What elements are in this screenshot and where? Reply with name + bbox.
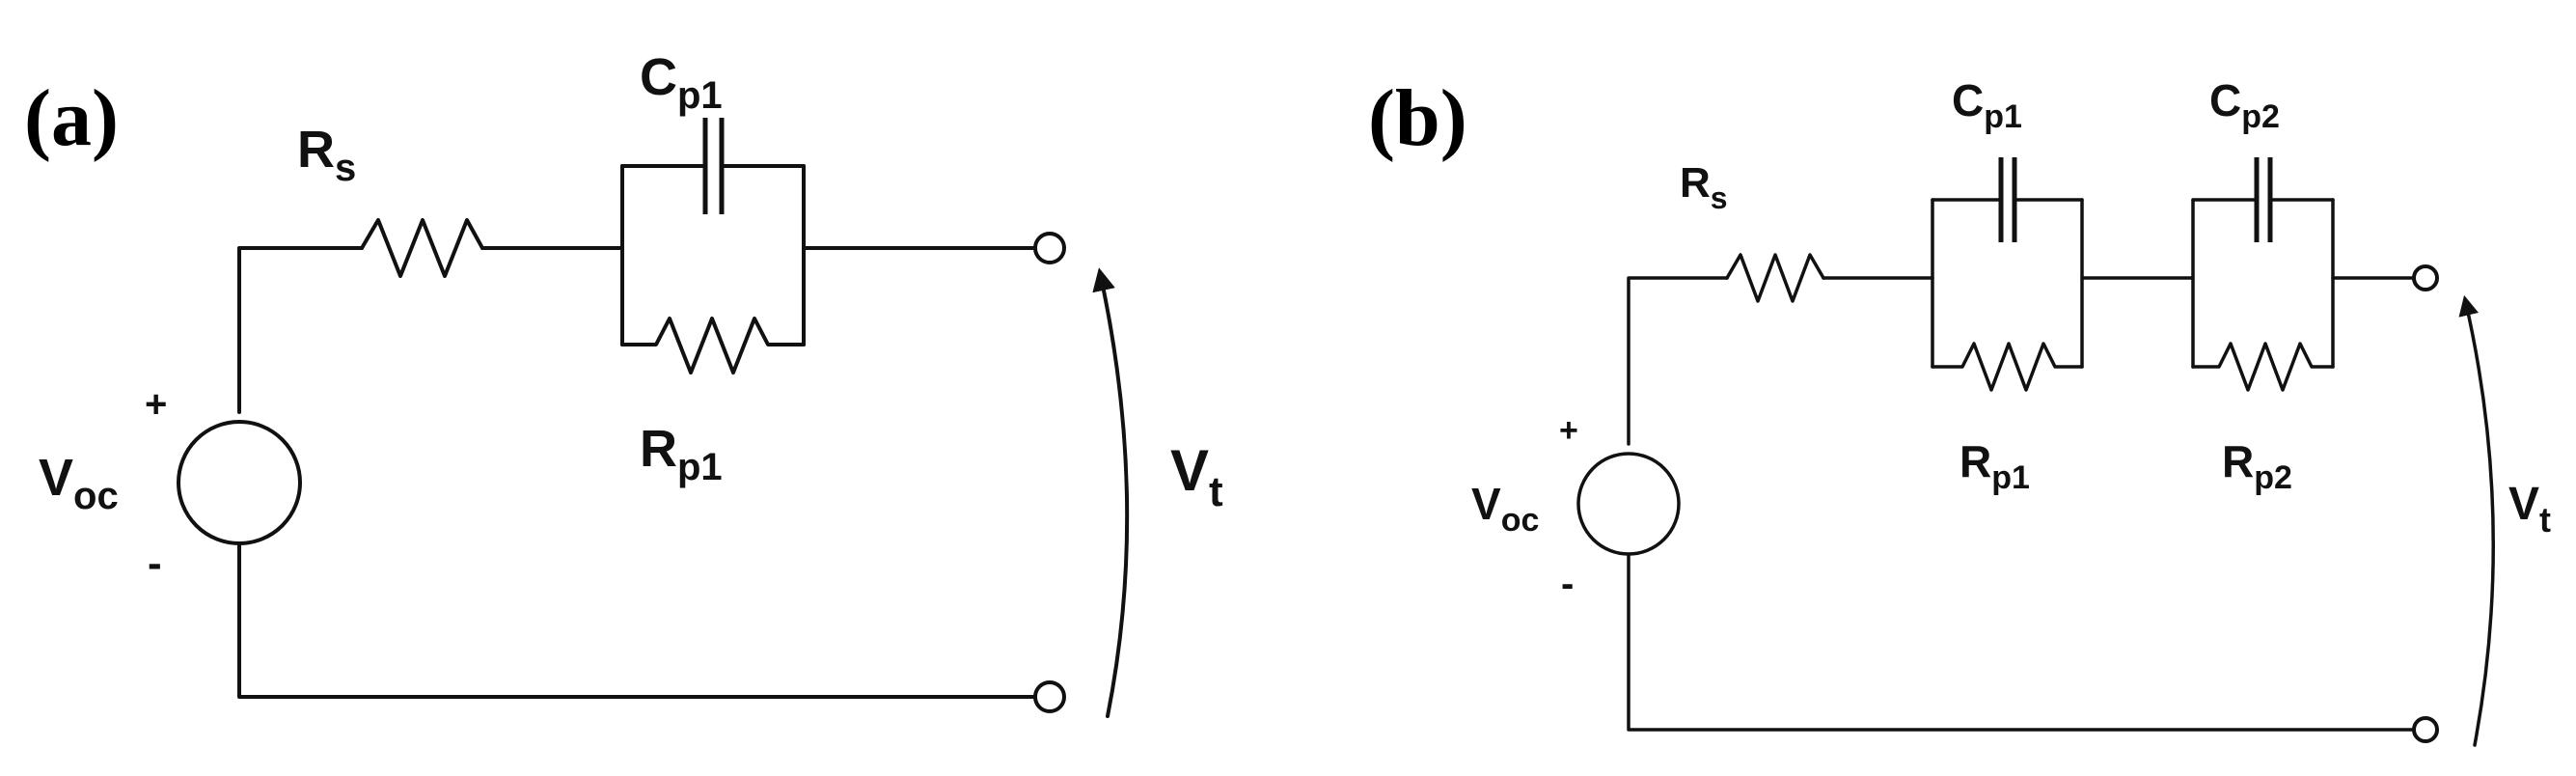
panel-a-vt-arrow [1092, 267, 1130, 718]
panel-a-voltage-source [177, 420, 302, 545]
panel-a: (a) Rs Cp1 Rp1 Voc Vt + - [24, 48, 1223, 718]
panel-b-label: (b) [1368, 73, 1467, 163]
panel-a-rp1-label: Rp1 [640, 420, 723, 488]
panel-b: (b) Rs Cp1 Cp2 Rp1 Rp2 V [1368, 73, 2551, 747]
panel-b-voltage-source [1576, 452, 1681, 556]
panel-b-bottom-terminal [2412, 716, 2439, 743]
panel-b-minus-sign: - [1561, 563, 1574, 605]
panel-b-vt-label: Vt [2508, 479, 2551, 540]
panel-a-top-wire-left [237, 246, 364, 414]
panel-a-minus-sign: - [148, 540, 162, 587]
panel-a-rs-label: Rs [297, 121, 356, 189]
panel-b-series-resistor-rs [1725, 253, 1825, 303]
panel-b-parallel-resistor-rp1 [1931, 342, 2084, 392]
panel-a-plus-sign: + [145, 383, 167, 426]
panel-b-plus-sign: + [1559, 412, 1578, 449]
panel-a-cp1-label: Cp1 [640, 48, 723, 117]
panel-b-cp1-label: Cp1 [1952, 75, 2022, 135]
panel-b-cp2-label: Cp2 [2209, 75, 2280, 135]
panel-a-label: (a) [24, 73, 119, 163]
panel-b-vt-arrow [2458, 294, 2496, 747]
panel-a-voc-label: Voc [39, 449, 119, 517]
panel-b-rp1-label: Rp1 [1959, 436, 2030, 496]
panel-b-parallel-resistor-rp2 [2191, 342, 2335, 392]
panel-a-bottom-wire [237, 541, 1036, 699]
panel-b-top-wire-left [1627, 276, 1729, 446]
panel-b-rs-label: Rs [1680, 159, 1728, 215]
panel-b-bottom-wire [1627, 552, 2416, 732]
panel-a-bottom-terminal [1033, 680, 1066, 713]
panel-a-series-resistor-rs [360, 218, 484, 278]
panel-a-parallel-resistor-rp1 [620, 317, 806, 374]
panel-a-vt-label: Vt [1170, 438, 1223, 515]
panel-a-top-terminal [1033, 232, 1066, 264]
panel-b-top-terminal [2412, 264, 2439, 291]
panel-b-voc-label: Voc [1471, 479, 1539, 539]
panel-b-rp2-label: Rp2 [2222, 436, 2292, 496]
